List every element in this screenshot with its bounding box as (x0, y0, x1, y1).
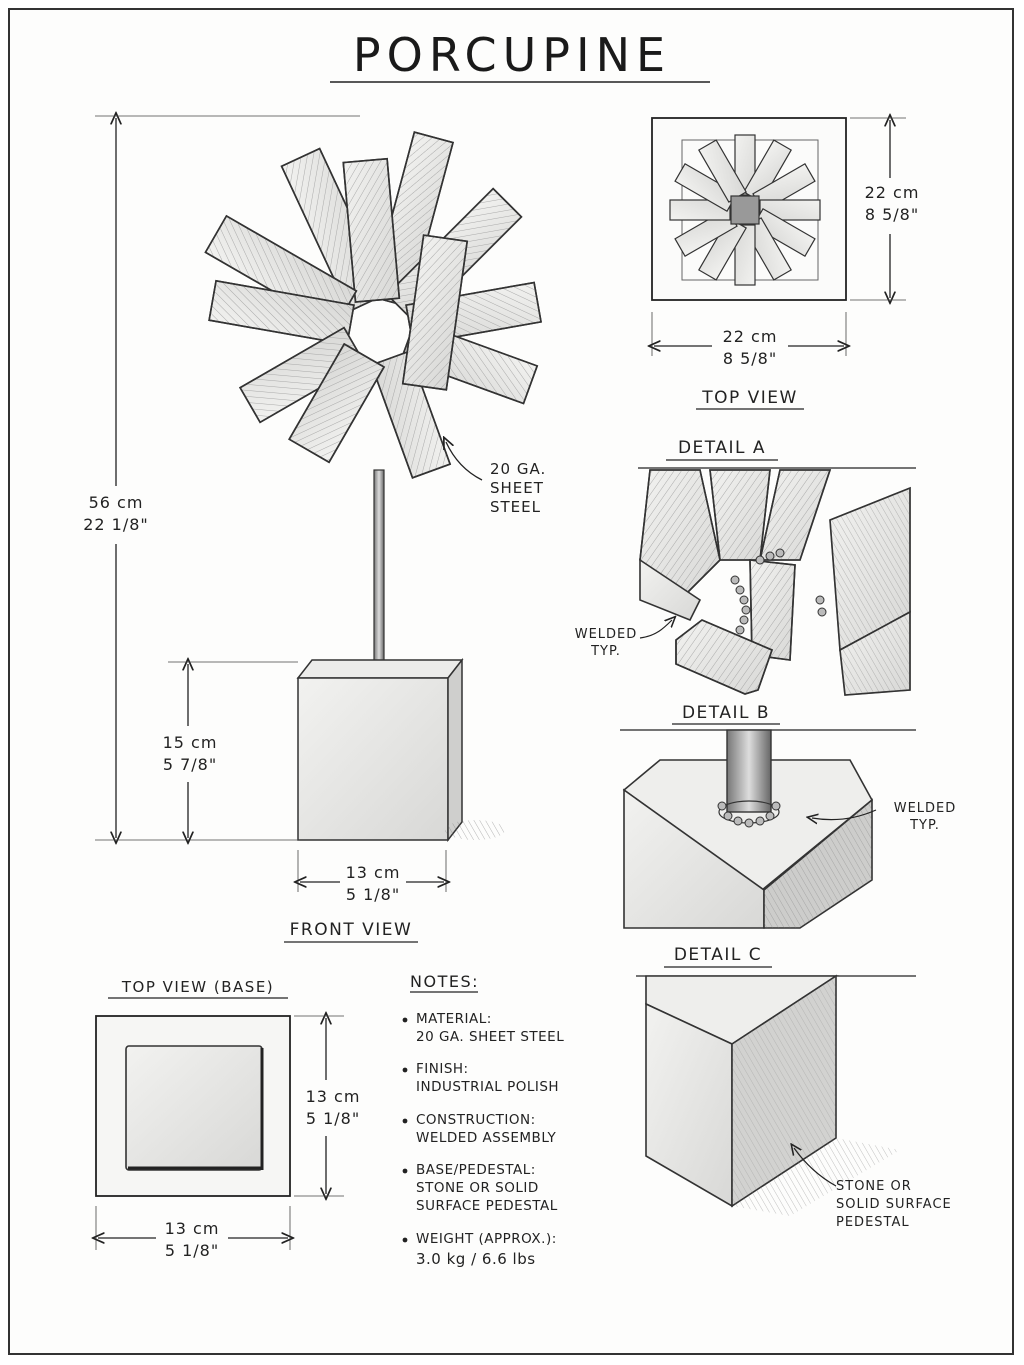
note-material-key: MATERIAL: (416, 1011, 492, 1027)
note-weight-key: WEIGHT (APPROX.): (416, 1231, 557, 1247)
dim-top-height-label: 22 cm 8 5/8" (862, 182, 922, 226)
detail-a-drawing (639, 469, 911, 696)
detail-a-callout: WELDED TYP. (574, 626, 638, 660)
callout-steel-line3: STEEL (490, 498, 541, 516)
note-base-key: BASE/PEDESTAL: (416, 1162, 536, 1178)
callout-steel: 20 GA. SHEET STEEL (490, 460, 546, 517)
note-construction-key: CONSTRUCTION: (416, 1112, 536, 1128)
top-view-base-drawing (95, 1015, 291, 1197)
dim-base-top-height-in: 5 1/8" (305, 1109, 361, 1128)
detail-b-callout-line2: TYP. (910, 818, 940, 833)
front-view-heading: FRONT VIEW (289, 920, 413, 940)
dim-base-top-width-in: 5 1/8" (164, 1241, 220, 1260)
detail-c-callout-line3: PEDESTAL (836, 1215, 910, 1230)
dim-base-top-width-label: 13 cm 5 1/8" (158, 1218, 226, 1262)
detail-a-heading: DETAIL A (677, 438, 767, 458)
top-view-drawing (651, 117, 847, 301)
detail-a-callout-line1: WELDED (574, 627, 638, 642)
dim-total-height-cm: 56 cm (88, 493, 144, 512)
dim-total-height-in: 22 1/8" (83, 515, 149, 534)
detail-b-drawing (622, 729, 874, 929)
detail-b-callout-line1: WELDED (893, 801, 957, 816)
note-base: BASE/PEDESTAL: STONE OR SOLID SURFACE PE… (416, 1161, 558, 1215)
detail-c-drawing (645, 974, 900, 1216)
dim-top-height-cm: 22 cm (864, 183, 920, 202)
dim-base-height-label: 15 cm 5 7/8" (152, 732, 228, 776)
dim-base-width-cm: 13 cm (345, 863, 401, 882)
note-weight: WEIGHT (APPROX.): 3.0 kg / 6.6 lbs (416, 1230, 557, 1268)
dim-base-top-height-label: 13 cm 5 1/8" (300, 1086, 366, 1130)
callout-steel-line2: SHEET (490, 479, 544, 497)
note-finish-value: INDUSTRIAL POLISH (416, 1079, 560, 1095)
callout-arrow-steel (446, 442, 483, 481)
dim-base-top-width-cm: 13 cm (164, 1219, 220, 1238)
page-title: PORCUPINE (352, 28, 672, 82)
detail-a-callout-line2: TYP. (591, 644, 621, 659)
top-view-base-heading: TOP VIEW (BASE) (121, 978, 275, 996)
notes-heading: NOTES: (410, 972, 479, 991)
detail-b-callout: WELDED TYP. (888, 800, 962, 834)
dim-top-height-in: 8 5/8" (864, 205, 920, 224)
dim-base-width-label: 13 cm 5 1/8" (332, 862, 414, 906)
note-construction-value: WELDED ASSEMBLY (416, 1130, 557, 1146)
dim-base-top-height-cm: 13 cm (305, 1087, 361, 1106)
dim-base-width-in: 5 1/8" (345, 885, 401, 904)
note-finish: FINISH: INDUSTRIAL POLISH (416, 1060, 559, 1096)
sculpture-spikes (204, 131, 542, 479)
dim-top-width-in: 8 5/8" (722, 349, 778, 368)
dim-total-height-label: 56 cm 22 1/8" (78, 492, 154, 536)
detail-c-callout-line1: STONE OR (836, 1179, 912, 1194)
dim-base-height-cm: 15 cm (162, 733, 218, 752)
dim-base-height-in: 5 7/8" (162, 755, 218, 774)
note-weight-value: 3.0 kg / 6.6 lbs (416, 1250, 536, 1268)
dim-top-width-cm: 22 cm (722, 327, 778, 346)
steel-rod (373, 469, 385, 676)
pedestal-front (296, 657, 505, 843)
detail-c-heading: DETAIL C (673, 945, 763, 965)
detail-c-callout-line2: SOLID SURFACE (836, 1197, 952, 1212)
top-view-heading: TOP VIEW (702, 388, 798, 408)
weld-beads-a (730, 548, 827, 635)
note-finish-key: FINISH: (416, 1061, 469, 1077)
note-material-value: 20 GA. SHEET STEEL (416, 1029, 565, 1045)
detail-c-callout: STONE OR SOLID SURFACE PEDESTAL (836, 1178, 952, 1232)
callout-steel-line1: 20 GA. (490, 460, 547, 478)
note-construction: CONSTRUCTION: WELDED ASSEMBLY (416, 1111, 556, 1147)
detail-b-heading: DETAIL B (681, 703, 771, 723)
note-base-value2: SURFACE PEDESTAL (416, 1198, 558, 1214)
note-base-value: STONE OR SOLID (416, 1180, 539, 1196)
dim-top-width-label: 22 cm 8 5/8" (714, 326, 786, 370)
notes-bullets (402, 1017, 408, 1243)
note-material: MATERIAL: 20 GA. SHEET STEEL (416, 1010, 564, 1046)
weld-beads-b (717, 801, 781, 828)
